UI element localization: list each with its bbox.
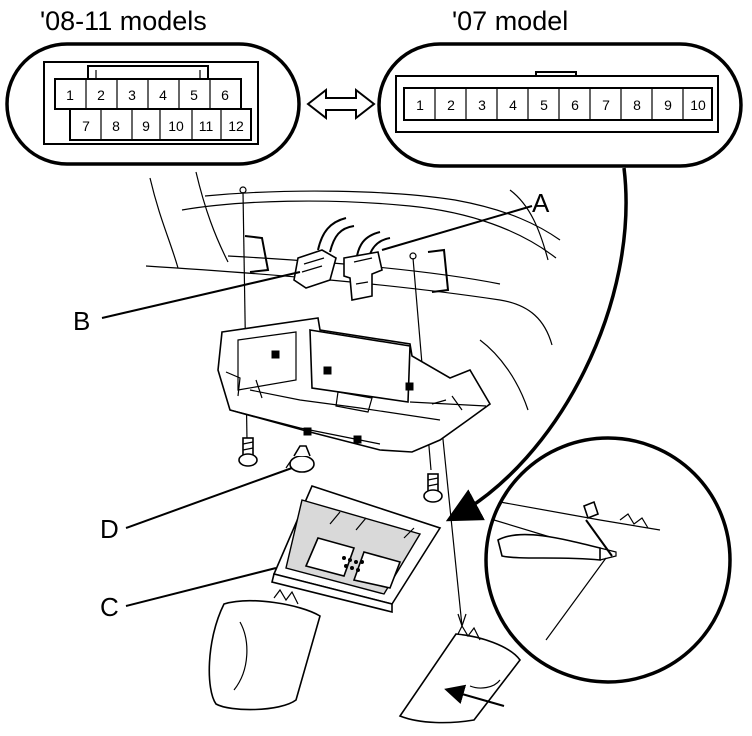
guide-line [439, 409, 463, 627]
screw-right-icon [423, 473, 443, 503]
callout-d-leader [125, 467, 293, 529]
pin-label: 1 [416, 97, 424, 113]
callout-d-label: D [100, 514, 119, 544]
pin-label: 9 [664, 97, 672, 113]
pin-label: 10 [690, 97, 706, 113]
pin-label: 4 [509, 97, 517, 113]
pin-label: 3 [128, 87, 136, 103]
connector-b [293, 249, 337, 289]
clip-d-icon [285, 445, 315, 473]
pin-label: 1 [66, 87, 74, 103]
connector-10pin-bubble: 1 2 3 4 5 6 7 8 9 10 [377, 42, 743, 168]
pin-label: 12 [228, 118, 244, 134]
pin-label: 9 [142, 118, 150, 134]
pin-label: 8 [112, 118, 120, 134]
pin-label: 5 [190, 87, 198, 103]
connector-12pin-bubble: 1 2 3 4 5 6 7 8 9 10 11 12 [5, 42, 301, 166]
pin-label: 6 [571, 97, 579, 113]
pin-label: 10 [168, 118, 184, 134]
pin-label: 2 [447, 97, 455, 113]
map-light-housing-c [271, 485, 442, 614]
console-bracket [217, 317, 492, 453]
callout-c-leader [125, 567, 277, 607]
pointer-arrow [445, 167, 628, 522]
right-connector-title: '07 model [452, 6, 568, 36]
pin-label: 4 [159, 87, 167, 103]
callout-a-label: A [532, 188, 550, 218]
detail-zoom-circle [484, 436, 732, 684]
pin-label: 7 [82, 118, 90, 134]
pin-label: 5 [540, 97, 548, 113]
screw-left-icon [238, 437, 258, 467]
callout-b-label: B [73, 306, 90, 336]
pin-label: 3 [478, 97, 486, 113]
callout-a-leader [381, 205, 533, 251]
pin-label: 11 [199, 118, 214, 134]
lens-cover-left [208, 588, 321, 711]
connector-a [343, 251, 383, 301]
callout-b-leader [101, 271, 301, 319]
callout-c-label: C [100, 592, 119, 622]
left-connector-title: '08-11 models [40, 6, 207, 36]
lens-cover-right [398, 624, 521, 724]
pin-label: 8 [633, 97, 641, 113]
pin-label: 2 [97, 87, 105, 103]
pin-label: 6 [221, 87, 229, 103]
pin-label: 7 [602, 97, 610, 113]
double-arrow-icon [306, 87, 376, 121]
